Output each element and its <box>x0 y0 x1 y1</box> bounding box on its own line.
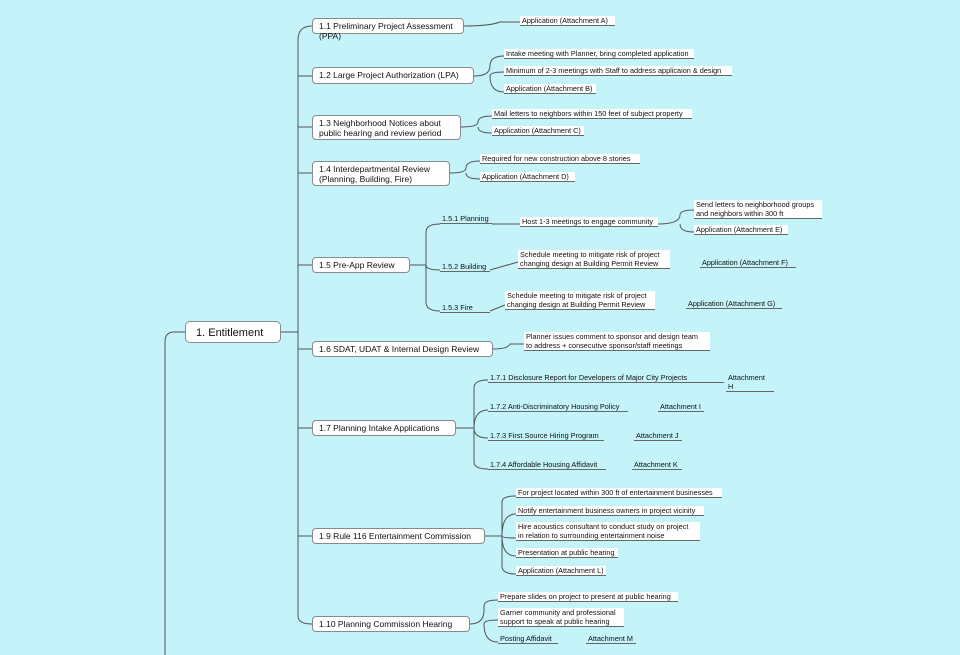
node-design-review[interactable]: 1.6 SDAT, UDAT & Internal Design Review <box>312 341 493 357</box>
node-pre-app-review[interactable]: 1.5 Pre-App Review <box>312 257 410 273</box>
leaf-planning-application[interactable]: Application (Attachment E) <box>694 225 788 235</box>
leaf-design-planner-comment[interactable]: Planner issues comment to sponsor and de… <box>524 332 710 351</box>
node-planning-intake[interactable]: 1.7 Planning Intake Applications <box>312 420 456 436</box>
leaf-intake-attachment-h[interactable]: Attachment H <box>726 373 774 392</box>
leaf-ent-application[interactable]: Application (Attachment L) <box>516 566 606 576</box>
node-pre-app-building[interactable]: 1.5.2 Building <box>440 262 490 272</box>
leaf-notices-mail-letters[interactable]: Mail letters to neighbors within 150 fee… <box>492 109 692 119</box>
leaf-lpa-application[interactable]: Application (Attachment B) <box>504 84 596 94</box>
leaf-review-application[interactable]: Application (Attachment D) <box>480 172 575 182</box>
leaf-fire-application[interactable]: Application (Attachment G) <box>686 299 782 309</box>
leaf-intake-housing-policy[interactable]: 1.7.2 Anti-Discriminatory Housing Policy <box>488 402 628 412</box>
leaf-intake-affordable-housing[interactable]: 1.7.4 Affordable Housing Affidavit <box>488 460 606 470</box>
node-interdepartmental-review[interactable]: 1.4 Interdepartmental Review (Planning, … <box>312 161 450 186</box>
node-lpa[interactable]: 1.2 Large Project Authorization (LPA) <box>312 67 474 84</box>
leaf-planning-send-letters[interactable]: Send letters to neighborhood groups and … <box>694 200 822 219</box>
leaf-ppa-application[interactable]: Application (Attachment A) <box>520 16 615 26</box>
leaf-intake-disclosure-report[interactable]: 1.7.1 Disclosure Report for Developers o… <box>488 373 724 383</box>
leaf-ent-acoustics-consultant[interactable]: Hire acoustics consultant to conduct stu… <box>516 522 700 541</box>
leaf-building-schedule-meeting[interactable]: Schedule meeting to mitigate risk of pro… <box>518 250 670 269</box>
leaf-hearing-attachment-m[interactable]: Attachment M <box>586 634 636 644</box>
leaf-intake-first-source[interactable]: 1.7.3 First Source Hiring Program <box>488 431 604 441</box>
leaf-notices-application[interactable]: Application (Attachment C) <box>492 126 584 136</box>
node-planning-commission-hearing[interactable]: 1.10 Planning Commission Hearing <box>312 616 470 632</box>
leaf-intake-attachment-j[interactable]: Attachment J <box>634 431 682 441</box>
leaf-ent-within-300ft[interactable]: For project located within 300 ft of ent… <box>516 488 722 498</box>
leaf-planning-host-meetings[interactable]: Host 1-3 meetings to engage community <box>520 217 658 227</box>
node-pre-app-planning[interactable]: 1.5.1 Planning <box>440 214 492 224</box>
leaf-hearing-posting-affidavit[interactable]: Posting Affidavit <box>498 634 558 644</box>
leaf-intake-attachment-k[interactable]: Attachment K <box>632 460 682 470</box>
node-pre-app-fire[interactable]: 1.5.3 Fire <box>440 303 490 313</box>
leaf-building-application[interactable]: Application (Attachment F) <box>700 258 796 268</box>
leaf-hearing-community-support[interactable]: Garner community and professional suppor… <box>498 608 624 627</box>
leaf-review-8-stories[interactable]: Required for new construction above 8 st… <box>480 154 640 164</box>
leaf-ent-presentation[interactable]: Presentation at public hearing <box>516 548 618 558</box>
leaf-lpa-intake-meeting[interactable]: Intake meeting with Planner, bring compl… <box>504 49 694 59</box>
leaf-ent-notify-owners[interactable]: Notify entertainment business owners in … <box>516 506 704 516</box>
leaf-hearing-prepare-slides[interactable]: Prepare slides on project to present at … <box>498 592 678 602</box>
node-neighborhood-notices[interactable]: 1.3 Neighborhood Notices about public he… <box>312 115 461 140</box>
root-node-entitlement[interactable]: 1. Entitlement <box>185 321 281 343</box>
leaf-intake-attachment-i[interactable]: Attachment I <box>658 402 704 412</box>
leaf-lpa-staff-meetings[interactable]: Minimum of 2-3 meetings with Staff to ad… <box>504 66 732 76</box>
leaf-fire-schedule-meeting[interactable]: Schedule meeting to mitigate risk of pro… <box>505 291 655 310</box>
node-entertainment-commission[interactable]: 1.9 Rule 116 Entertainment Commission <box>312 528 485 544</box>
node-ppa[interactable]: 1.1 Preliminary Project Assessment (PPA) <box>312 18 464 41</box>
